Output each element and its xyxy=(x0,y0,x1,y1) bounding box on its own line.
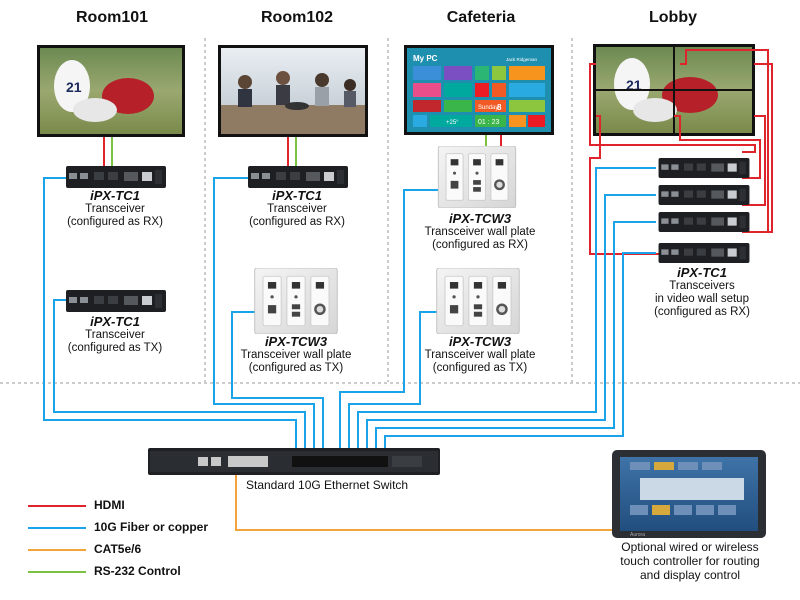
room101-tx-model: iPX-TC1 xyxy=(90,314,140,329)
room101-tv: 21 xyxy=(37,45,185,137)
room102-rx-transceiver xyxy=(248,166,348,188)
room102-rx-label: iPX-TC1 Transceiver (configured as RX) xyxy=(222,188,372,229)
legend-label-rs232: RS-232 Control xyxy=(94,564,181,578)
room102-tx-wallplate xyxy=(254,268,338,334)
cafeteria-tx-model: iPX-TCW3 xyxy=(448,334,512,349)
controller-caption-line2: touch controller for routing xyxy=(620,554,760,568)
cafeteria-screen-day: Sunday xyxy=(478,105,498,111)
room102-rx-model: iPX-TC1 xyxy=(272,188,322,203)
room101-rx-model: iPX-TC1 xyxy=(90,188,140,203)
legend-label-fiber: 10G Fiber or copper xyxy=(94,520,209,534)
cat-line xyxy=(235,472,612,531)
cafeteria-screen-date: 8 xyxy=(497,103,502,112)
cafeteria-rx-label: iPX-TCW3 Transceiver wall plate (configu… xyxy=(398,211,562,252)
legend-label-hdmi: HDMI xyxy=(94,498,125,512)
lobby-rx-line2: in video wall setup xyxy=(655,293,749,305)
room102-tx-line2: (configured as TX) xyxy=(248,362,344,374)
room102-tx-model: iPX-TCW3 xyxy=(264,334,328,349)
cafeteria-tx-label: iPX-TCW3 Transceiver wall plate (configu… xyxy=(398,334,562,375)
lobby-rx-transceiver-2 xyxy=(658,185,750,205)
lobby-rx-line3: (configured as RX) xyxy=(654,306,750,318)
room102-tv xyxy=(218,45,368,137)
lobby-rx-transceiver-3 xyxy=(658,212,750,232)
cafeteria-rx-model: iPX-TCW3 xyxy=(448,211,512,226)
cafeteria-screen-user: Jack Ridgeman xyxy=(506,57,538,62)
cafeteria-rx-line2: (configured as RX) xyxy=(432,239,528,251)
switch-label: Standard 10G Ethernet Switch xyxy=(246,478,409,492)
legend-label-cat: CAT5e/6 xyxy=(94,542,142,556)
room101-tx-transceiver xyxy=(66,290,166,312)
fiber-lines xyxy=(43,167,656,462)
legend-swatch-cat xyxy=(28,549,86,551)
room101-jersey-number: 21 xyxy=(66,79,82,95)
room101-tx-line2: (configured as TX) xyxy=(67,342,163,354)
controller-brand: Aurora xyxy=(630,532,645,538)
room101-rx-label: iPX-TC1 Transceiver (configured as RX) xyxy=(40,188,190,229)
lobby-rx-model: iPX-TC1 xyxy=(677,265,727,280)
lobby-rx-transceiver-4 xyxy=(658,243,750,263)
cafeteria-tv: My PC Jack Ridgeman Sunday 8 +25° 01 : 2… xyxy=(404,45,554,135)
room102-rx-line1: Transceiver xyxy=(267,203,327,215)
room101-title: Room101 xyxy=(75,9,149,26)
lobby-rx-label: iPX-TC1 Transceivers in video wall setup… xyxy=(622,265,782,319)
room101-rx-line2: (configured as RX) xyxy=(67,216,163,228)
room102-tx-line1: Transceiver wall plate xyxy=(240,349,352,361)
legend-swatch-fiber xyxy=(28,527,86,529)
room102-tx-label: iPX-TCW3 Transceiver wall plate (configu… xyxy=(216,334,376,375)
cafeteria-screen-time: 01 : 23 xyxy=(478,119,500,126)
cafeteria-rx-line1: Transceiver wall plate xyxy=(424,226,536,238)
room101-rx-line1: Transceiver xyxy=(85,203,145,215)
legend-swatch-rs232 xyxy=(28,571,86,573)
hdmi-lines xyxy=(103,49,773,255)
cafeteria-rx-wallplate xyxy=(437,146,517,208)
touch-controller: Aurora xyxy=(612,450,766,538)
controller-caption-line3: and display control xyxy=(639,568,741,582)
lobby-rx-line1: Transceivers xyxy=(669,280,735,292)
lobby-rx-transceiver-1 xyxy=(658,158,750,178)
room101-tx-label: iPX-TC1 Transceiver (configured as TX) xyxy=(40,314,190,355)
room102-title: Room102 xyxy=(260,9,334,26)
controller-caption-line1: Optional wired or wireless xyxy=(621,540,759,554)
cafeteria-title: Cafeteria xyxy=(446,9,516,26)
lobby-title: Lobby xyxy=(649,9,697,26)
controller-caption: Optional wired or wireless touch control… xyxy=(590,540,790,582)
room101-rx-transceiver xyxy=(66,166,166,188)
cafeteria-screen-title: My PC xyxy=(413,54,438,63)
cafeteria-tx-line1: Transceiver wall plate xyxy=(424,349,536,361)
cafeteria-screen-temp: +25° xyxy=(446,120,459,126)
legend-swatch-hdmi xyxy=(28,505,86,507)
room102-rx-line2: (configured as RX) xyxy=(249,216,345,228)
cafeteria-tx-wallplate xyxy=(436,268,520,334)
room-dividers xyxy=(0,38,800,384)
ethernet-switch xyxy=(148,448,440,475)
cafeteria-tx-line2: (configured as TX) xyxy=(432,362,528,374)
lobby-video-wall: 21 xyxy=(593,44,755,136)
room101-tx-line1: Transceiver xyxy=(85,329,145,341)
